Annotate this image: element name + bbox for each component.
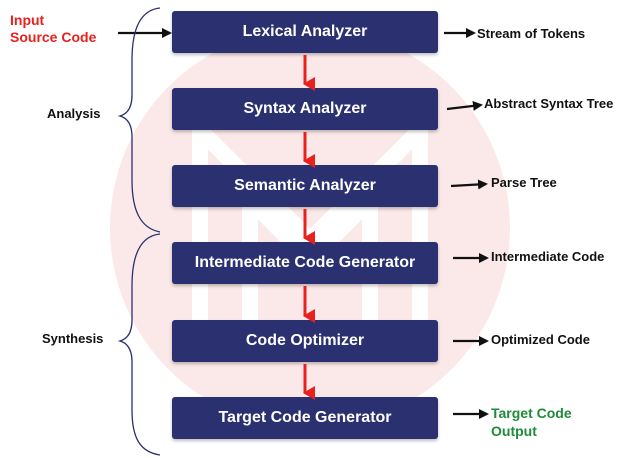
analysis-phase-label: Analysis	[47, 106, 101, 121]
output-label-abstract-syntax-tree: Abstract Syntax Tree	[484, 96, 614, 111]
stage-label: Intermediate Code Generator	[194, 254, 416, 271]
output-label-parse-tree: Parse Tree	[491, 175, 557, 190]
output-label-optimized-code: Optimized Code	[491, 332, 590, 347]
output-label-intermediate-code: Intermediate Code	[491, 249, 605, 264]
synthesis-brace	[117, 233, 161, 456]
stage-label: Semantic Analyzer	[234, 177, 376, 194]
stage-label: Target Code Generator	[218, 409, 392, 426]
output-arrow-3	[450, 179, 488, 190]
target-code-generator-box: Target Code Generator	[172, 397, 438, 439]
output-label-stream-of-tokens: Stream of Tokens	[477, 26, 586, 41]
output-arrow-2	[446, 100, 483, 111]
semantic-analyzer-box: Semantic Analyzer	[172, 165, 438, 207]
syntax-analyzer-box: Syntax Analyzer	[172, 88, 438, 130]
input-source-code-label: Input Source Code	[10, 12, 96, 46]
lexical-analyzer-box: Lexical Analyzer	[172, 11, 438, 53]
code-optimizer-box: Code Optimizer	[172, 320, 438, 362]
input-label-line2: Source Code	[10, 29, 97, 45]
intermediate-code-generator-box: Intermediate Code Generator	[172, 242, 438, 284]
target-label-line2: Output	[491, 423, 537, 439]
stage-label: Syntax Analyzer	[243, 100, 367, 117]
stage-label: Lexical Analyzer	[242, 23, 368, 40]
input-label-line1: Input	[10, 12, 45, 28]
analysis-brace	[117, 7, 161, 233]
synthesis-phase-label: Synthesis	[42, 331, 104, 346]
target-label-line1: Target Code	[491, 405, 572, 421]
stage-label: Code Optimizer	[245, 332, 365, 349]
target-code-output-label: Target Code Output	[491, 404, 572, 440]
